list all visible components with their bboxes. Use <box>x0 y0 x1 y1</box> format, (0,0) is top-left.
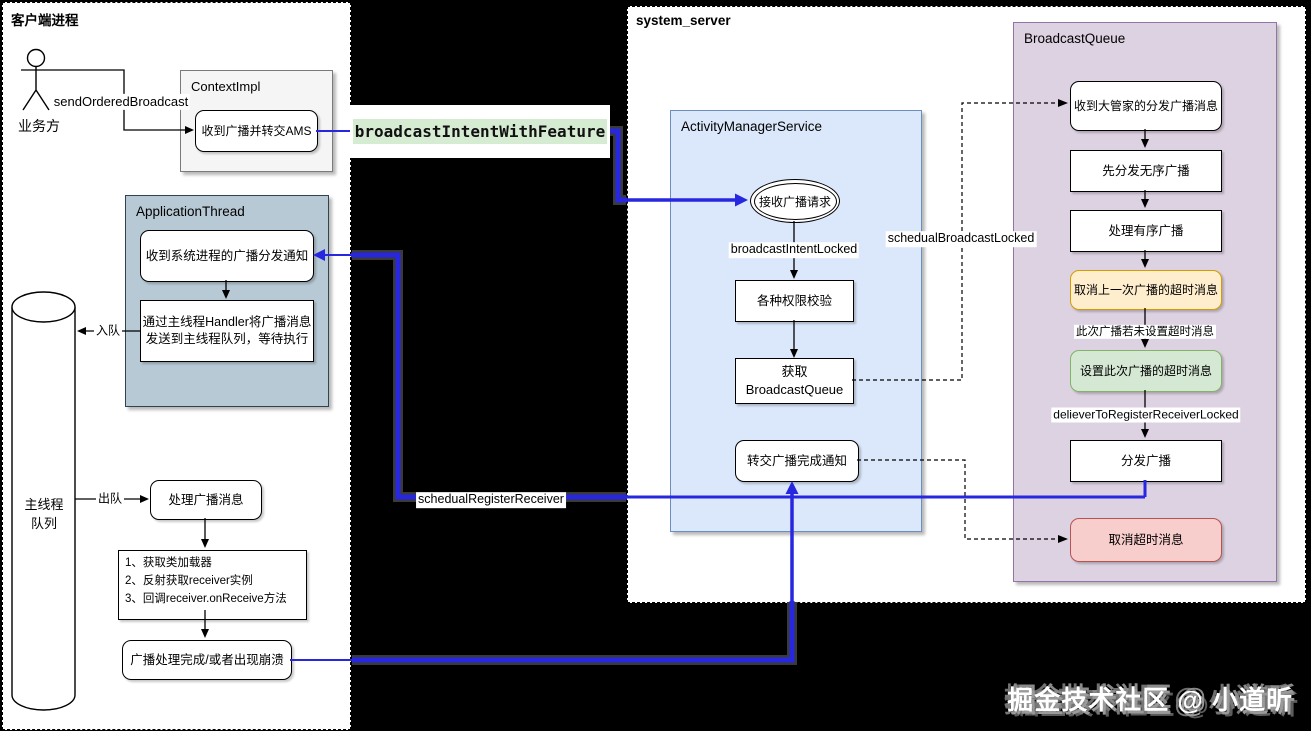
broadcast-intent-locked-label: broadcastIntentLocked <box>728 242 860 258</box>
schedual-broadcast-locked-label: schedualBroadcastLocked <box>885 231 1037 247</box>
schedual-register-receiver-label: schedualRegisterReceiver <box>416 492 566 508</box>
enqueue-label: 入队 <box>93 323 123 339</box>
node-permission-check: 各种权限校验 <box>735 280 854 322</box>
node-receive-and-forward-ams: 收到广播并转交AMS <box>195 110 318 152</box>
watermark-text: 掘金技术社区 @ 小道昕 <box>1007 685 1293 715</box>
system-server-title: system_server <box>636 13 731 28</box>
node-get-broadcastqueue-line2: BroadcastQueue <box>745 382 844 397</box>
main-thread-queue-label-line1: 主线程 <box>24 497 64 512</box>
applicationthread-title: ApplicationThread <box>136 204 245 219</box>
node-handler-post-to-queue: 通过主线程Handler将广播消息 发送到主线程队列，等待执行 <box>140 300 314 362</box>
node-cancel-timeout: 取消超时消息 <box>1070 518 1222 562</box>
node-handler-post-line2: 发送到主线程队列，等待执行 <box>145 332 309 346</box>
main-thread-queue-label: 主线程 队列 <box>14 494 74 532</box>
node-receive-dispatch-from-ams: 收到大管家的分发广播消息 <box>1070 81 1222 131</box>
timeout-condition-label: 此次广播若未设置超时消息 <box>1074 324 1216 340</box>
broadcast-intent-with-feature-label: broadcastIntentWithFeature <box>352 119 608 144</box>
contextimpl-title: ContextImpl <box>191 79 261 94</box>
client-process-title: 客户端进程 <box>11 13 79 28</box>
deliever-to-register-receiver-label: delieverToRegisterReceiverLocked <box>1051 407 1241 423</box>
ams-title: ActivityManagerService <box>681 119 823 134</box>
broadcast-intent-with-feature-box: broadcastIntentWithFeature <box>350 105 610 158</box>
receiver-step-2: 2、反射获取receiver实例 <box>125 574 253 587</box>
receiver-step-3: 3、回调receiver.onReceive方法 <box>125 592 287 605</box>
node-set-timeout: 设置此次广播的超时消息 <box>1070 350 1222 392</box>
node-dispatch-unordered-first: 先分发无序广播 <box>1070 150 1222 192</box>
node-receive-broadcast-request-label: 接收广播请求 <box>753 182 837 220</box>
node-dispatch-broadcast: 分发广播 <box>1070 440 1222 482</box>
node-handler-post-line1: 通过主线程Handler将广播消息 <box>142 315 312 330</box>
actor-label: 业务方 <box>18 118 60 134</box>
send-ordered-broadcast-label: sendOrderedBroadcast <box>51 93 191 111</box>
receiver-step-1: 1、获取类加载器 <box>125 557 212 569</box>
dequeue-label: 出队 <box>95 491 125 507</box>
node-cancel-last-timeout: 取消上一次广播的超时消息 <box>1070 270 1222 310</box>
node-handle-broadcast-message: 处理广播消息 <box>150 480 262 520</box>
broadcastqueue-title: BroadcastQueue <box>1024 31 1126 46</box>
node-get-broadcastqueue-line1: 获取 <box>781 364 808 380</box>
node-receive-broadcast-request: 接收广播请求 <box>750 179 840 223</box>
node-handle-ordered: 处理有序广播 <box>1070 210 1222 252</box>
node-receive-dispatch-notice: 收到系统进程的广播分发通知 <box>140 230 314 282</box>
node-get-broadcastqueue: 获取 BroadcastQueue <box>735 358 854 404</box>
node-receiver-steps: 1、获取类加载器 2、反射获取receiver实例 3、回调receiver.o… <box>118 550 307 620</box>
node-forward-finish-notice: 转交广播完成通知 <box>735 440 859 482</box>
node-broadcast-finished-or-crash: 广播处理完成/或者出现崩溃 <box>122 640 292 680</box>
main-thread-queue-label-line2: 队列 <box>30 516 57 531</box>
